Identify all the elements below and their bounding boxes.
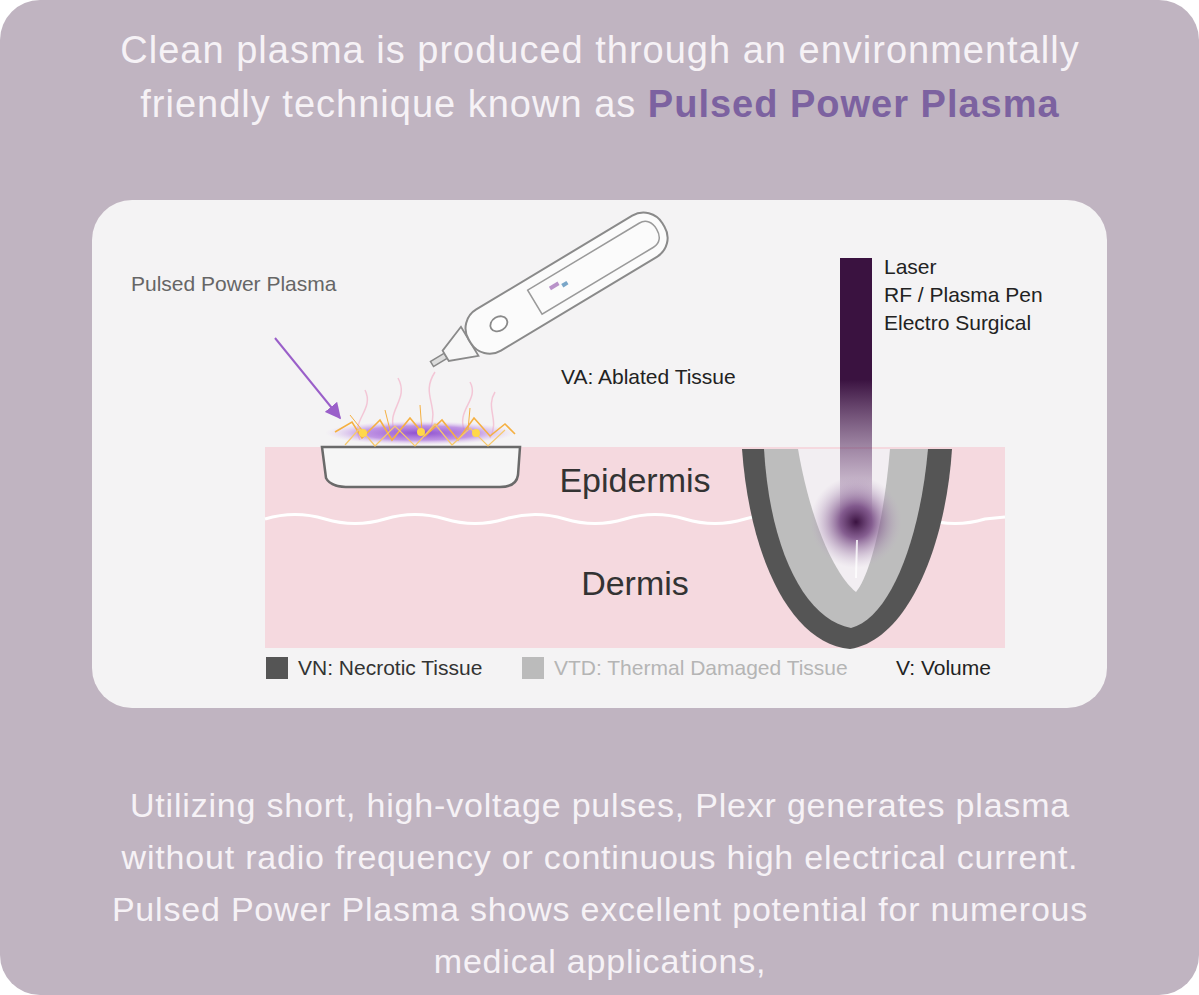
pointer-arrow: [275, 338, 340, 418]
legend-text: VN: Necrotic Tissue: [298, 656, 482, 680]
heading: Clean plasma is produced through an envi…: [60, 23, 1140, 131]
ablated-crater: [322, 447, 520, 487]
skin-boundary: [265, 515, 1005, 524]
plasma-discharge: [325, 372, 515, 446]
region-label: VA: Ablated Tissue: [561, 365, 736, 389]
caption-text: Utilizing short, high-voltage pulses, Pl…: [70, 779, 1130, 987]
diagram-panel: [92, 200, 1107, 708]
legend-text: VTD: Thermal Damaged Tissue: [554, 656, 848, 680]
heading-highlight: Pulsed Power Plasma: [648, 83, 1060, 125]
plasma-pen: [420, 204, 676, 384]
legend-swatch: [522, 657, 544, 679]
pointer-label: Pulsed Power Plasma: [131, 272, 336, 296]
device-label: Laser: [884, 255, 937, 279]
space: [636, 83, 648, 125]
layer-label: Dermis: [265, 564, 1005, 603]
skin-layer-band: Epidermis: [265, 447, 1005, 519]
layer-label: Epidermis: [265, 461, 1005, 500]
skin-layer-band: Dermis: [265, 519, 1005, 648]
legend-swatch: [266, 657, 288, 679]
device-label: RF / Plasma Pen: [884, 283, 1043, 307]
legend-note: V: Volume: [896, 656, 991, 680]
device-label: Electro Surgical: [884, 311, 1031, 335]
